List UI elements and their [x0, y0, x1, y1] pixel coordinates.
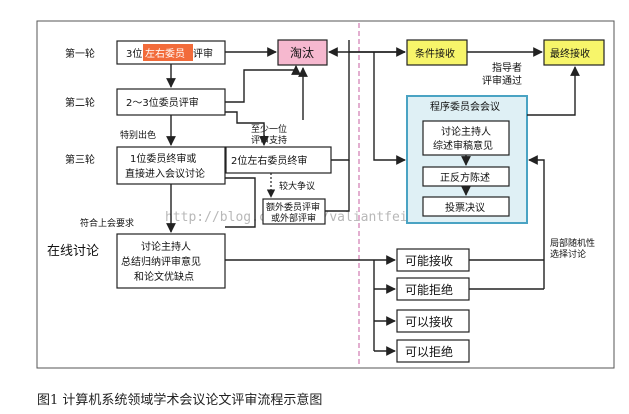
outcome-possible-reject-text: 可能拒绝 [405, 282, 453, 297]
round3-label: 第三轮 [65, 153, 95, 166]
committee-step2: 正反方陈述 [440, 171, 490, 184]
annotation-mentor-line2: 评审通过 [482, 74, 522, 87]
annotation-outstanding: 特别出色 [120, 129, 156, 141]
round1-box: 3位 左右委员 评审 [116, 40, 226, 65]
outcome-accept: 可以接收 [396, 309, 470, 333]
extra-review-line2: 或外部评审 [271, 212, 316, 224]
online-discussion-label: 在线讨论 [47, 244, 99, 259]
round3-final-box: 1位委员终审或 直接进入会议讨论 [116, 146, 226, 185]
outcome-possible-accept-text: 可能接收 [405, 253, 453, 268]
annotation-random-line1: 局部随机性 [550, 237, 595, 249]
conditional-accept-box: 条件接收 [406, 39, 468, 66]
annotation-meets: 符合上会要求 [80, 217, 134, 229]
online-line2: 总结归纳评审意见 [121, 255, 201, 268]
outcome-accept-text: 可以接收 [405, 314, 453, 329]
round3-two-reviewers-text: 2位左右委员终审 [231, 154, 307, 167]
online-line3: 和论文优缺点 [134, 270, 194, 283]
annotation-random-line2: 选择讨论 [550, 248, 586, 260]
annotation-atleast-line2: 评审支持 [251, 134, 287, 146]
committee-meeting-box: 程序委员会会议 讨论主持人 综述审稿意见 正反方陈述 投票决议 [406, 95, 528, 224]
final-accept-box: 最终接收 [543, 39, 605, 66]
round3-two-reviewers-box: 2位左右委员终审 [225, 146, 332, 174]
round1-highlight: 左右委员 [145, 47, 185, 60]
outcome-reject: 可以拒绝 [396, 339, 470, 363]
round2-box: 2～3位委员评审 [116, 88, 226, 116]
online-discussion-box: 讨论主持人 总结归纳评审意见 和论文优缺点 [116, 233, 226, 289]
committee-title: 程序委员会会议 [430, 100, 500, 113]
final-accept-text: 最终接收 [550, 47, 590, 60]
reject-text: 淘汰 [290, 46, 314, 60]
round2-label: 第二轮 [65, 96, 95, 109]
committee-step1-line2: 综述审稿意见 [433, 139, 493, 152]
round1-prefix: 3位 [126, 47, 142, 60]
committee-step3: 投票决议 [445, 201, 485, 214]
outcome-reject-text: 可以拒绝 [405, 344, 453, 359]
committee-step1-line1: 讨论主持人 [441, 125, 491, 138]
conditional-accept-text: 条件接收 [415, 47, 455, 60]
round2-text: 2～3位委员评审 [126, 96, 199, 109]
outcome-possible-accept: 可能接收 [396, 248, 470, 272]
online-line1: 讨论主持人 [141, 240, 191, 253]
connectors [166, 40, 580, 356]
extra-review-line1: 额外委员评审 [266, 201, 320, 213]
extra-review-box: 额外委员评审 或外部评审 [262, 198, 326, 225]
round1-label: 第一轮 [65, 47, 95, 60]
annotation-mentor-line1: 指导者 [492, 61, 522, 74]
round3-final-line1: 1位委员终审或 [130, 152, 196, 165]
round3-final-line2: 直接进入会议讨论 [125, 167, 205, 180]
figure-caption: 图1 计算机系统领域学术会议论文评审流程示意图 [37, 392, 322, 408]
annotation-dispute: 较大争议 [279, 180, 315, 192]
outcome-possible-reject: 可能拒绝 [396, 277, 470, 301]
round1-suffix: 评审 [193, 47, 213, 60]
annotation-atleast-line1: 至少一位 [251, 123, 287, 135]
reject-box: 淘汰 [277, 39, 328, 66]
